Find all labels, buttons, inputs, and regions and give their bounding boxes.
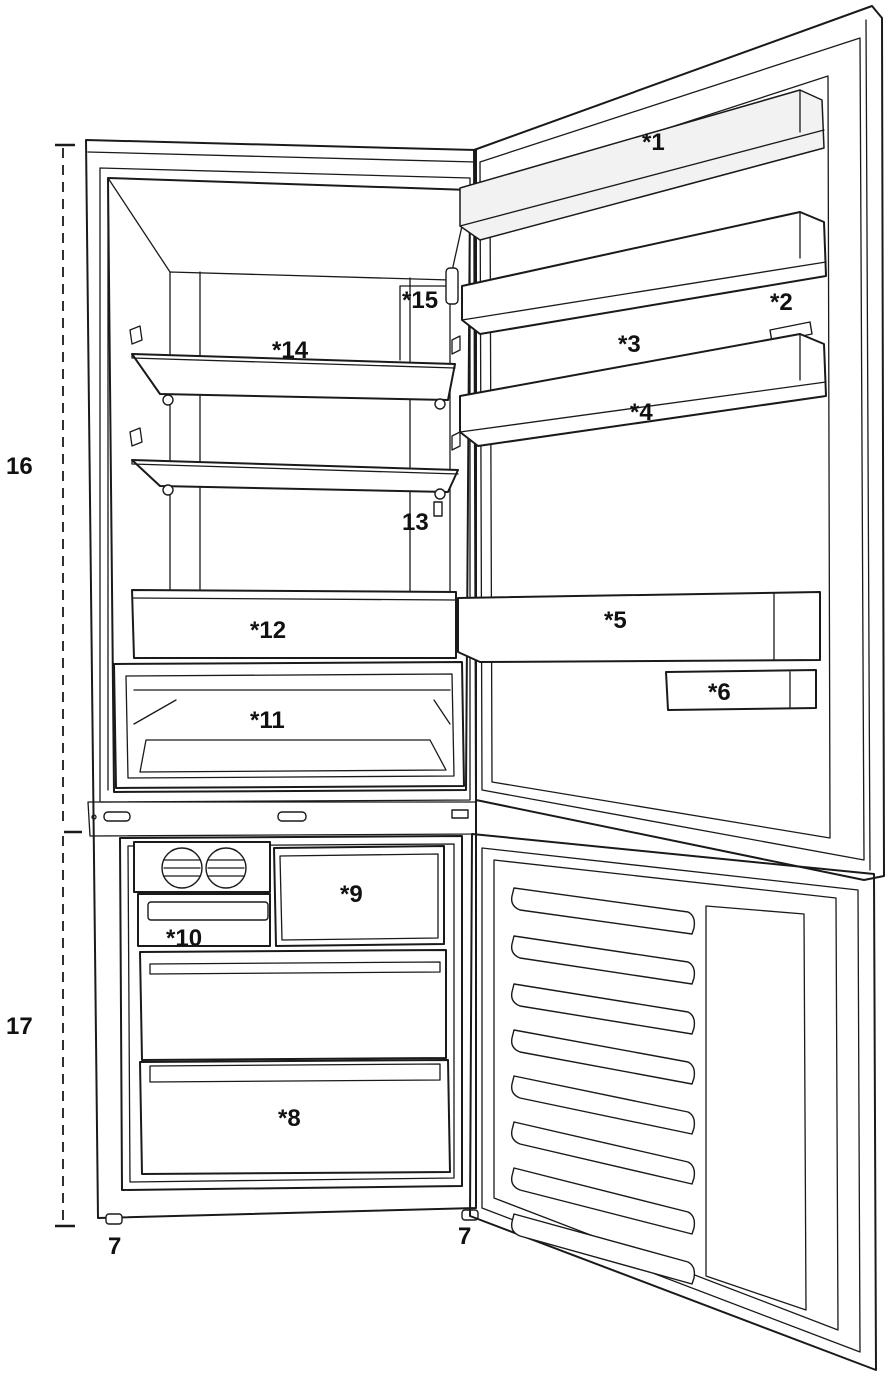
fridge-back-verticals [199, 271, 411, 593]
ice-tray-knob-lines [163, 859, 245, 877]
label-freezer-drawer: *8 [278, 1105, 301, 1132]
fridge-interior [113, 267, 465, 789]
fridge-opening [99, 167, 471, 803]
label-door-bin-4: *4 [630, 399, 653, 426]
label-light-unit: *15 [402, 287, 438, 314]
label-door-bin-3: *3 [618, 331, 641, 358]
freezer-door-slots [510, 887, 696, 1285]
door-hinge-middle [451, 809, 469, 819]
freezer-drawer-upper [139, 949, 447, 1061]
lower-glass-shelf-edge [131, 459, 459, 475]
door-bin-3-edges [461, 211, 827, 321]
door-bin-1 [459, 89, 825, 241]
fridge-door-outer [473, 5, 885, 881]
freezer-small-compartment-inner [279, 853, 439, 941]
door-slot [510, 983, 696, 1035]
label-crisper-cover: *12 [250, 617, 286, 644]
freezer-door [469, 833, 877, 1371]
door-bin-5 [457, 591, 821, 663]
freezer-opening [119, 835, 463, 1191]
crisper-drawer-details [133, 689, 451, 773]
fridge-door-edge [865, 19, 871, 871]
door-bin-1-edges [459, 89, 825, 227]
label-left-foot: 7 [108, 1233, 121, 1260]
label-fridge-section: 16 [6, 453, 33, 480]
fridge-back-wall [169, 271, 451, 601]
label-right-foot: 7 [458, 1223, 471, 1250]
door-slot [510, 1167, 696, 1235]
freezer-drawer-lower-handle [149, 1063, 441, 1083]
label-door-bin-1: *1 [642, 129, 665, 156]
divider-vent-center [277, 811, 307, 822]
crisper-cover-edge [131, 597, 457, 601]
door-slot [510, 1075, 696, 1135]
door-holder-6 [665, 669, 817, 711]
label-door-holder-6: *6 [708, 679, 731, 706]
label-freezer-section: 17 [6, 1013, 33, 1040]
door-bin-4-edges [459, 333, 827, 433]
drain-part [433, 501, 443, 517]
fridge-door [457, 5, 885, 881]
door-slot [510, 1029, 696, 1085]
freezer-drawer-lower [139, 1059, 451, 1175]
freezer-interior [133, 841, 451, 1175]
fridge-door-panel [479, 37, 865, 861]
right-shelf-supports [451, 335, 461, 451]
shelf-stud [162, 394, 174, 406]
door-slot [510, 1121, 696, 1185]
label-glass-shelf: *14 [272, 337, 309, 364]
fridge-door-gasket [489, 75, 831, 839]
dimension-markers [55, 143, 82, 1228]
freezer-liner [127, 843, 455, 1183]
divider-vent-left [103, 811, 131, 822]
label-egg-tray: *2 [770, 289, 793, 316]
freezer-small-compartment [273, 845, 445, 947]
lower-glass-shelf [131, 459, 459, 493]
light-unit [445, 267, 459, 305]
label-crisper-drawer: *11 [250, 707, 285, 734]
fridge-liner [107, 177, 471, 793]
crisper-drawer [113, 661, 465, 789]
freezer-door-gasket [493, 859, 839, 1331]
freezer-door-panel [481, 847, 861, 1353]
door-slot [510, 1213, 696, 1285]
label-ice-box: *10 [166, 925, 202, 952]
part-labels: *1 *2 *3 *4 *5 *6 7 7 *8 *9 *10 *11 *12 … [6, 129, 793, 1260]
freezer-door-outer [469, 833, 877, 1371]
label-drain-part: 13 [402, 509, 429, 536]
crisper-drawer-inner [125, 673, 455, 779]
ice-box-handle [147, 901, 269, 921]
shelf-stud [162, 484, 174, 496]
label-freezer-compartment: *9 [340, 881, 363, 908]
freezer-drawer-upper-handle [149, 961, 441, 975]
left-foot [105, 1213, 123, 1225]
divider-dot [91, 814, 97, 820]
left-shelf-supports [129, 325, 143, 447]
door-slot [510, 887, 696, 935]
shelf-stud [434, 398, 446, 410]
door-slot [510, 935, 696, 985]
crisper-cover [131, 589, 457, 659]
freezer-door-plate [705, 905, 807, 1311]
cabinet-outer-shell [85, 139, 477, 1219]
cabinet-top-edge [87, 151, 477, 163]
label-door-bin-5: *5 [604, 607, 627, 634]
light-unit-outline [399, 285, 447, 361]
upper-glass-shelf-edge [131, 353, 456, 369]
shelf-stud [434, 488, 446, 500]
